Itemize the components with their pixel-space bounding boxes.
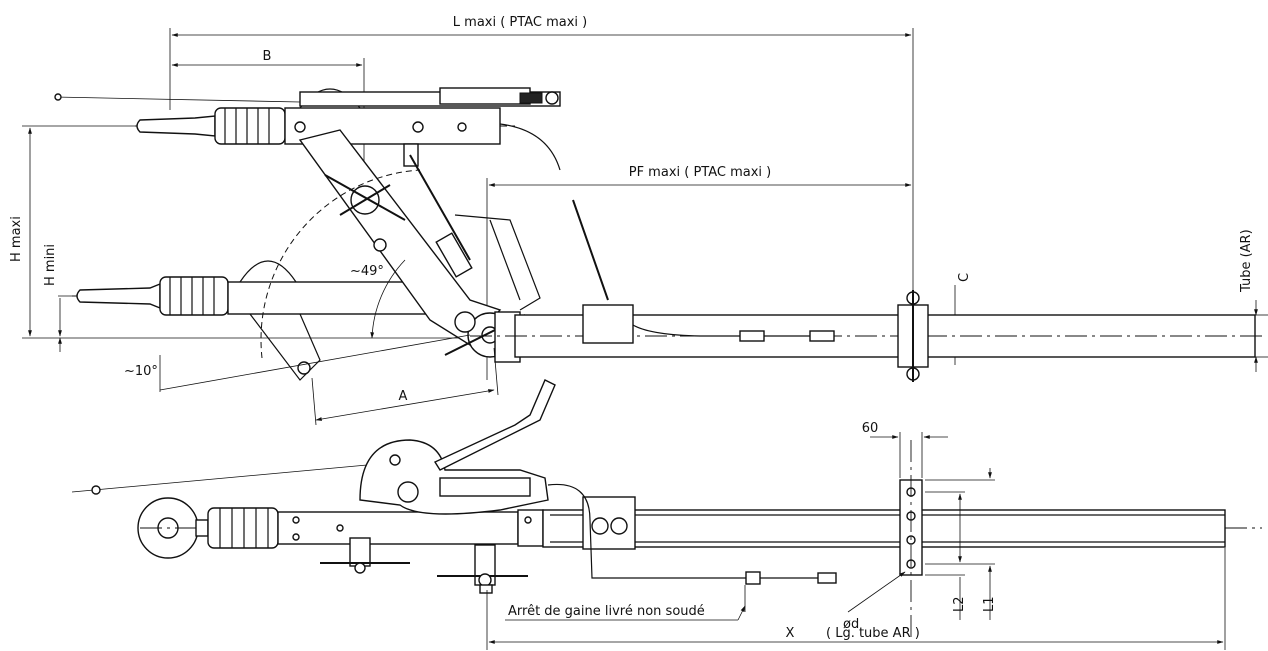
plan-view <box>71 379 1262 640</box>
dim-od: ød <box>843 571 906 632</box>
raised-coupling <box>54 87 561 171</box>
label-x: X <box>786 626 795 641</box>
label-l1: L1 <box>982 596 997 612</box>
label-a: A <box>399 389 408 404</box>
linkage-arm <box>298 129 541 363</box>
dim-l-maxi: L maxi ( PTAC maxi ) <box>169 15 914 300</box>
label-60: 60 <box>862 421 879 436</box>
dim-x: X ( Lg. tube AR ) <box>486 548 1226 650</box>
label-pf-maxi: PF maxi ( PTAC maxi ) <box>629 165 772 180</box>
jack-handles <box>320 537 528 594</box>
label-b: B <box>263 49 272 64</box>
label-lg-tube-ar: ( Lg. tube AR ) <box>826 626 920 641</box>
dim-l1-l2: L1 L2 <box>925 468 997 620</box>
label-h-maxi: H maxi <box>9 216 24 262</box>
dim-c: C <box>954 273 972 365</box>
note-arret-gaine: Arrêt de gaine livré non soudé <box>505 604 746 621</box>
label-arret-gaine: Arrêt de gaine livré non soudé <box>508 604 705 619</box>
label-c: C <box>957 273 972 282</box>
label-h-mini: H mini <box>43 244 58 286</box>
label-angle-10: ~10° <box>124 364 158 379</box>
dim-heights: H maxi H mini <box>9 125 465 352</box>
dim-60: 60 <box>862 421 948 478</box>
angle-marks: ~49° ~10° <box>124 169 471 392</box>
label-l-maxi: L maxi ( PTAC maxi ) <box>453 15 587 30</box>
label-od: ød <box>843 617 859 632</box>
tube-side <box>470 199 1262 382</box>
lowered-coupling <box>72 260 450 381</box>
dim-tube-ar: Tube (AR) <box>1239 229 1268 372</box>
label-tube-ar: Tube (AR) <box>1239 229 1254 293</box>
label-l2: L2 <box>952 596 967 612</box>
dim-a: A <box>311 347 499 426</box>
side-view: L maxi ( PTAC maxi ) B PF maxi ( PTAC ma… <box>9 15 1268 426</box>
label-angle-49: ~49° <box>350 264 384 279</box>
